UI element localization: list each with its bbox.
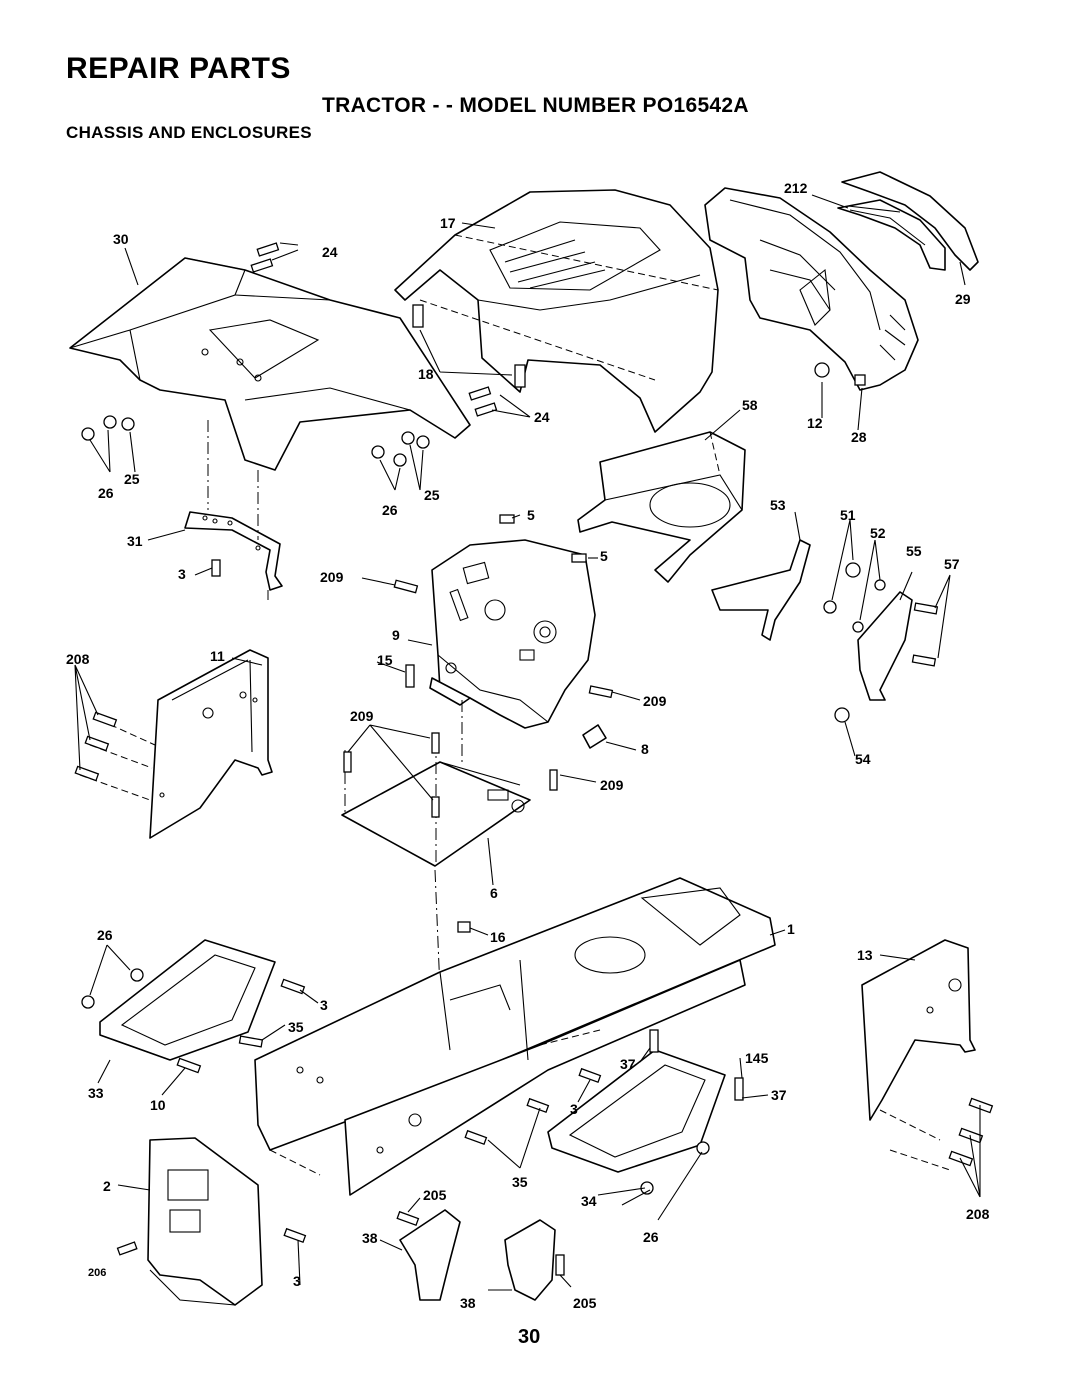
callout-12: 12 [807,415,823,431]
callout-13: 13 [857,947,873,963]
callout-3: 3 [570,1101,578,1117]
callout-26: 26 [643,1229,659,1245]
callout-208: 208 [66,651,90,667]
callout-1: 1 [787,921,795,937]
page-number: 30 [518,1326,541,1348]
callout-209: 209 [600,777,624,793]
callout-51: 51 [840,507,856,523]
callout-35: 35 [288,1019,304,1035]
callout-18: 18 [418,366,434,382]
callout-53: 53 [770,497,786,513]
callout-209: 209 [320,569,344,585]
callout-3: 3 [178,566,186,582]
bracket-part [184,420,283,600]
fender-part [69,257,471,471]
callout-5: 5 [527,507,535,523]
callout-26: 26 [98,485,114,501]
callout-205: 205 [573,1295,597,1311]
callout-33: 33 [88,1085,104,1101]
callout-55: 55 [906,543,922,559]
section-title: CHASSIS AND ENCLOSURES [66,123,312,142]
callout-11: 11 [210,648,225,664]
headlight-lens-part [837,171,979,271]
callout-6: 6 [490,885,498,901]
callout-17: 17 [440,215,456,231]
hood-hinge-part [857,591,913,701]
callout-205: 205 [423,1187,447,1203]
callout-5: 5 [600,548,608,564]
callout-24: 24 [322,244,338,260]
hitch-bracket-left-part [399,1209,461,1301]
hitch-bracket-right-part [504,1219,556,1301]
callout-206: 206 [88,1267,106,1279]
dashboard-part [429,539,596,729]
model-subtitle: TRACTOR - - MODEL NUMBER PO16542A [322,94,749,117]
leader-lines [74,194,981,1291]
callout-38: 38 [460,1295,476,1311]
callout-208: 208 [966,1206,990,1222]
callout-35: 35 [512,1174,528,1190]
dash-panel-part [577,431,746,583]
front-bumper-bracket-part [147,1137,263,1306]
hood-part [394,189,719,433]
part-callouts: 212 17 30 24 29 18 24 58 12 28 25 26 25 … [66,180,990,1311]
callout-3: 3 [320,997,328,1013]
grille-part [704,187,919,391]
callout-3: 3 [293,1273,301,1289]
callout-8: 8 [641,741,649,757]
callout-37: 37 [771,1087,787,1103]
footrest-left-part [99,939,276,1061]
page-title: REPAIR PARTS [66,52,291,85]
callout-52: 52 [870,525,886,541]
callout-209: 209 [350,708,374,724]
callout-10: 10 [150,1097,166,1113]
left-side-panel-part [79,649,273,839]
callout-37: 37 [620,1056,636,1072]
callout-25: 25 [424,487,440,503]
callout-34: 34 [581,1193,597,1209]
latch-part [711,539,811,641]
callout-29: 29 [955,291,971,307]
callout-57: 57 [944,556,960,572]
callout-24: 24 [534,409,550,425]
callout-58: 58 [742,397,758,413]
callout-38: 38 [362,1230,378,1246]
callout-9: 9 [392,627,400,643]
callout-26: 26 [382,502,398,518]
callout-15: 15 [377,652,393,668]
callout-2: 2 [103,1178,111,1194]
right-side-panel-part [861,939,976,1171]
callout-212: 212 [784,180,808,196]
callout-28: 28 [851,429,867,445]
callout-25: 25 [124,471,140,487]
callout-209: 209 [643,693,667,709]
callout-26: 26 [97,927,113,943]
callout-31: 31 [127,533,143,549]
callout-30: 30 [113,231,129,247]
callout-54: 54 [855,751,871,767]
main-frame-part [254,877,776,1196]
callout-16: 16 [490,929,506,945]
callout-145: 145 [745,1050,769,1066]
